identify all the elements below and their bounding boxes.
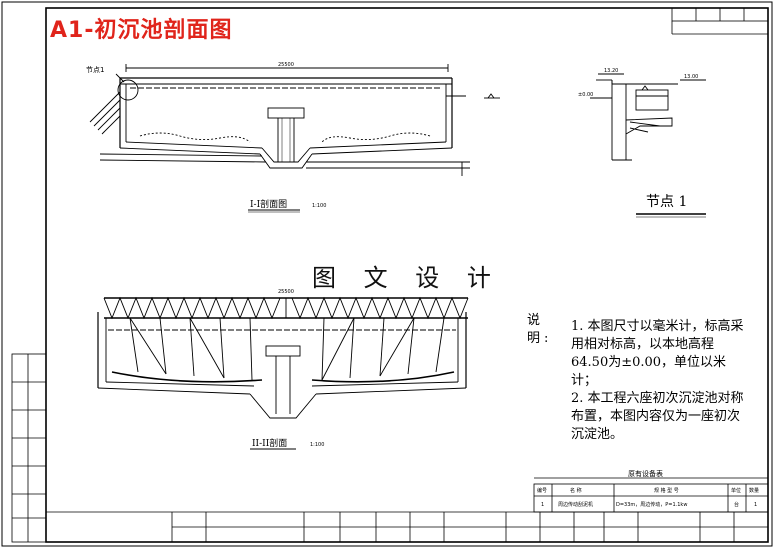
- node-1-caption: 节点 1: [646, 194, 687, 210]
- equip-header-spec: 规 格 型 号: [654, 487, 679, 494]
- section-1-scale: 1:100: [312, 203, 326, 209]
- watermark: 图 文 设 计: [312, 264, 501, 292]
- equip-row-1-spec: D=33m，周边传动，P=1.1kw: [616, 501, 687, 508]
- section-1-drawing: [89, 64, 500, 176]
- title-block: [46, 511, 768, 542]
- node-1-caption-group: 节点 1: [636, 194, 706, 218]
- equip-row-1-qty: 1: [754, 502, 757, 508]
- left-margin-table: [11, 353, 47, 543]
- notes-heading: 说 明:: [527, 313, 553, 346]
- node-1-elev-b: 13.00: [684, 74, 698, 80]
- notes-item-1: 1. 本图尺寸以毫米计，标高采用相对标高，以本地高程64.50为±0.00，单位…: [571, 319, 744, 388]
- section-2-caption: II-II剖面: [252, 437, 287, 449]
- equip-header-unit: 单位: [731, 487, 741, 494]
- drawing-title: A1-初沉池剖面图: [50, 18, 233, 43]
- equip-header-qty: 数量: [749, 487, 759, 494]
- section-2-dim-top: 25500: [278, 289, 294, 295]
- equip-header-no: 编号: [537, 487, 547, 494]
- section-1-dim-top: 25500: [278, 62, 294, 68]
- section-2-drawing: [97, 296, 469, 419]
- equip-header-name: 名 称: [570, 487, 582, 494]
- node-1-drawing: [590, 73, 706, 161]
- section-2-scale: 1:100: [310, 442, 324, 448]
- node-1-elev-zero: ±0.00: [578, 92, 593, 98]
- section-1-node-label: 节点1: [86, 66, 104, 74]
- header-box: [671, 7, 769, 35]
- notes-body: 1. 本图尺寸以毫米计，标高采用相对标高，以本地高程64.50为±0.00，单位…: [571, 318, 751, 444]
- notes-item-2: 2. 本工程六座初次沉淀池对称布置，本图内容仅为一座初次沉淀池。: [571, 391, 744, 442]
- equipment-table-title: 原有设备表: [628, 469, 663, 478]
- node-1-elev-a: 13.20: [604, 68, 618, 74]
- section-1-caption-group: I-I剖面图 1:100: [248, 198, 326, 213]
- section-2-caption-group: II-II剖面 1:100: [250, 437, 324, 450]
- section-1-caption: I-I剖面图: [250, 198, 287, 210]
- equip-row-1-unit: 台: [734, 501, 739, 508]
- equip-row-1-name: 周边传动刮泥机: [558, 501, 593, 508]
- equip-row-1-no: 1: [541, 502, 544, 508]
- inner-frame: [45, 7, 769, 543]
